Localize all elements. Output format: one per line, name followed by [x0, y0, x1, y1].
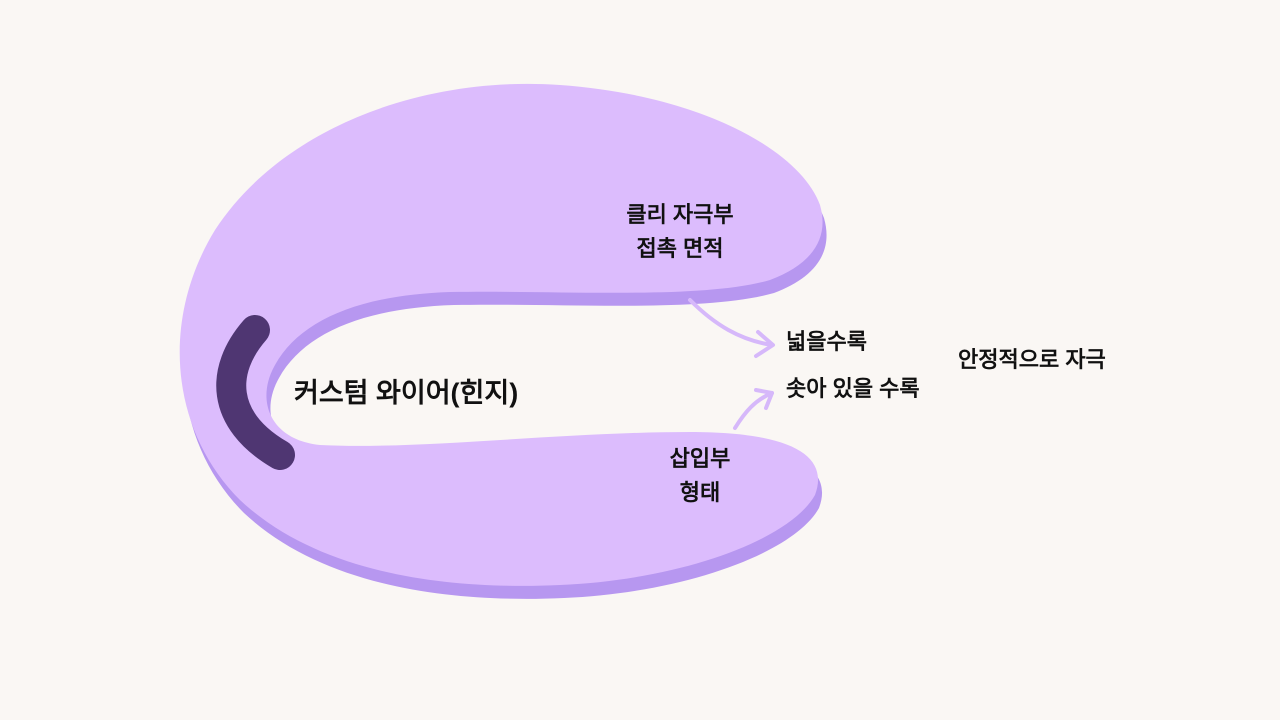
- arrow-upper-head: [754, 330, 775, 358]
- insert-part-label: 삽입부 형태: [640, 442, 760, 510]
- arrow-lower-head: [754, 388, 774, 410]
- arrow-upper: [688, 298, 774, 347]
- hinge-wire: [216, 315, 295, 470]
- result-label: 안정적으로 자극: [958, 347, 1106, 372]
- wider-label: 넓을수록: [786, 329, 867, 354]
- clit-label-line2: 접촉 면적: [636, 236, 724, 261]
- insert-label-line1: 삽입부: [669, 446, 731, 471]
- arrow-lower: [733, 391, 774, 430]
- hinge-label: 커스텀 와이어(힌지): [294, 378, 519, 408]
- clit-stimulator-label: 클리 자극부 접촉 면적: [600, 198, 760, 266]
- protruding-label: 솟아 있을 수록: [786, 376, 920, 401]
- device-body: [179, 83, 823, 586]
- clit-label-line1: 클리 자극부: [626, 202, 734, 227]
- insert-label-line2: 형태: [679, 480, 721, 505]
